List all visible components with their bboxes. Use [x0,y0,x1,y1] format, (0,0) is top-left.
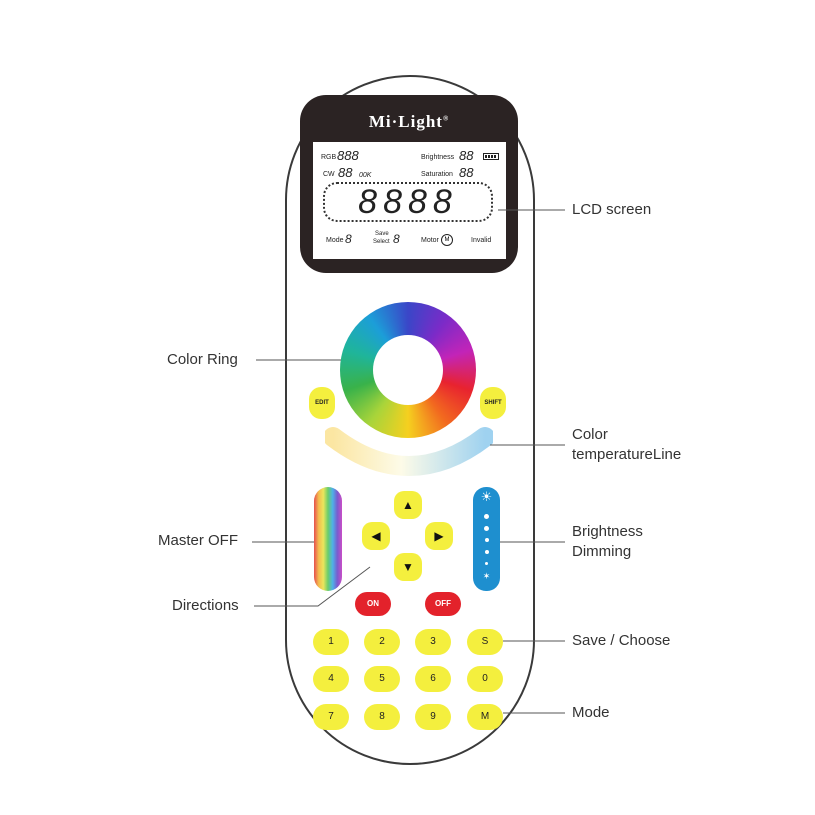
lcd-invalid-label: Invalid [471,237,492,244]
key-5[interactable]: 5 [364,666,400,692]
brand-name: Mi·Light [368,112,443,131]
brightness-dot [485,562,488,565]
lcd-select-label: Select [373,239,390,245]
master-off-strip[interactable] [314,487,342,591]
brightness-dot [484,538,489,542]
edit-button[interactable]: EDIT [309,387,335,419]
off-button[interactable]: OFF [425,592,461,616]
brightness-slider[interactable]: ☀ ✶ [473,487,500,591]
callout-color-ring: Color Ring [167,351,238,368]
left-arrow-button[interactable]: ◀ [362,522,390,550]
lcd-screen: RGB 888 Brightness 88 CW 88 00K Saturati… [313,142,506,259]
battery-icon [483,153,499,160]
down-arrow-button[interactable]: ▼ [394,553,422,581]
lcd-cw-unit: 00K [359,172,372,179]
key-9[interactable]: 9 [415,704,451,730]
brightness-dot [484,550,489,554]
shift-button[interactable]: SHIFT [480,387,506,419]
brightness-high-icon: ☀ [480,489,493,504]
key-8[interactable]: 8 [364,704,400,730]
brightness-dot [484,526,489,531]
up-arrow-button[interactable]: ▲ [394,491,422,519]
lcd-save-digit: 8 [393,232,400,246]
right-arrow-button[interactable]: ▶ [425,522,453,550]
key-6[interactable]: 6 [415,666,451,692]
callout-save-choose: Save / Choose [572,632,671,649]
save-key[interactable]: S [467,629,503,655]
lcd-save-label: Save [375,231,389,237]
key-0[interactable]: 0 [467,666,503,692]
lcd-main-digits: 8888 [323,182,493,222]
key-3[interactable]: 3 [415,629,451,655]
lcd-rgb-digits: 888 [337,148,359,163]
color-ring[interactable] [340,302,476,438]
callout-master-off: Master OFF [158,532,239,549]
callout-directions: Directions [172,597,239,614]
key-1[interactable]: 1 [313,629,349,655]
lcd-motor-label: Motor [421,237,439,244]
lcd-brightness-label: Brightness [421,154,455,161]
lcd-brightness-digits: 88 [459,148,474,163]
callout-mode: Mode [572,704,610,721]
callout-brightness-2: Dimming [572,543,632,560]
lcd-saturation-label: Saturation [421,171,453,178]
lcd-saturation-digits: 88 [459,165,474,180]
lcd-mode-label: Mode [326,237,344,244]
key-2[interactable]: 2 [364,629,400,655]
brightness-low-icon: ✶ [482,571,491,581]
registered-mark: ® [442,114,450,123]
motor-icon: M [441,234,453,246]
lcd-cw-label: CW [323,171,335,178]
callout-color-temp-2: temperatureLine [572,446,682,463]
lcd-mode-digit: 8 [345,232,352,246]
callout-brightness-1: Brightness [572,523,643,540]
lcd-rgb-label: RGB [321,154,337,161]
mode-key[interactable]: M [467,704,503,730]
on-button[interactable]: ON [355,592,391,616]
brightness-dot [484,514,489,519]
brand-logo: Mi·Light® [300,112,518,132]
lcd-cw-digits: 88 [338,165,353,180]
callout-color-temp-1: Color [572,426,608,443]
color-temperature-line[interactable] [325,425,493,483]
callout-lcd-screen: LCD screen [572,201,652,218]
key-7[interactable]: 7 [313,704,349,730]
key-4[interactable]: 4 [313,666,349,692]
